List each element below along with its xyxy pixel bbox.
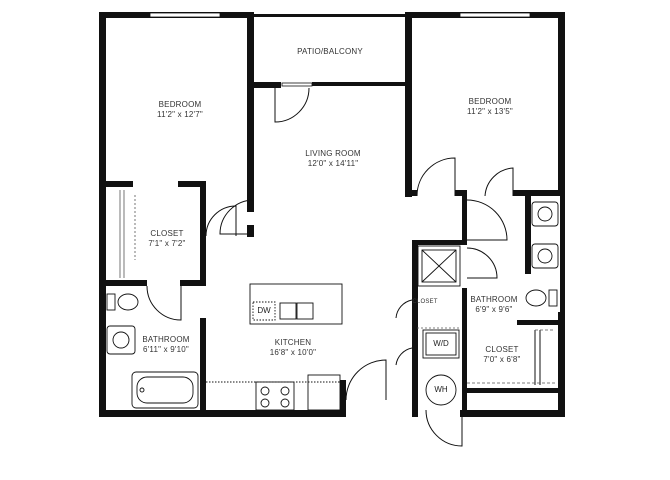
bedroom2-label: BEDROOM 11'2" x 13'5": [440, 97, 540, 117]
bedroom1-label: BEDROOM 11'2" x 12'7": [130, 100, 230, 120]
closet2-label: CLOSET 7'0" x 6'8": [470, 345, 534, 365]
bedroom2-name: BEDROOM: [468, 97, 512, 106]
bath1-name: BATHROOM: [142, 335, 190, 344]
bath2-dims: 6'9" x 9'6": [475, 305, 513, 314]
bath1-dims: 6'11" x 9'10": [143, 345, 189, 354]
patio-name: PATIO/BALCONY: [297, 47, 363, 56]
bath1-label: BATHROOM 6'11" x 9'10": [132, 335, 200, 355]
bedroom1-name: BEDROOM: [158, 100, 202, 109]
kitchen-dims: 16'8" x 10'0": [269, 348, 317, 357]
patio-label: PATIO/BALCONY: [290, 47, 370, 57]
interior-walls: [99, 12, 565, 417]
washer-dryer-label: W/D: [433, 339, 449, 348]
water-heater-label: WH: [434, 385, 448, 394]
living-room-name: LIVING ROOM: [305, 149, 361, 158]
living-room-dims: 12'0" x 14'11": [307, 159, 359, 168]
closet1-dims: 7'1" x 7'2": [148, 239, 186, 248]
closet1-label: CLOSET 7'1" x 7'2": [135, 229, 199, 249]
small-closet-name: CLOSET: [412, 299, 438, 305]
bath2-name: BATHROOM: [470, 295, 518, 304]
doors: [146, 87, 541, 447]
fixtures: [106, 201, 559, 411]
closet1-name: CLOSET: [150, 229, 184, 238]
closet2-name: CLOSET: [485, 345, 519, 354]
bedroom2-dims: 11'2" x 13'5": [467, 107, 513, 116]
bedroom1-dims: 11'2" x 12'7": [157, 110, 203, 119]
small-closet-label: CLOSET: [405, 297, 445, 307]
kitchen-name: KITCHEN: [274, 338, 312, 347]
dishwasher-label: DW: [257, 306, 271, 315]
closet2-dims: 7'0" x 6'8": [483, 355, 521, 364]
closet-shelving: [119, 190, 555, 384]
windows: [149, 12, 531, 87]
living-room-label: LIVING ROOM 12'0" x 14'11": [283, 149, 383, 169]
kitchen-label: KITCHEN 16'8" x 10'0": [248, 338, 338, 358]
bath2-label: BATHROOM 6'9" x 9'6": [462, 295, 526, 315]
